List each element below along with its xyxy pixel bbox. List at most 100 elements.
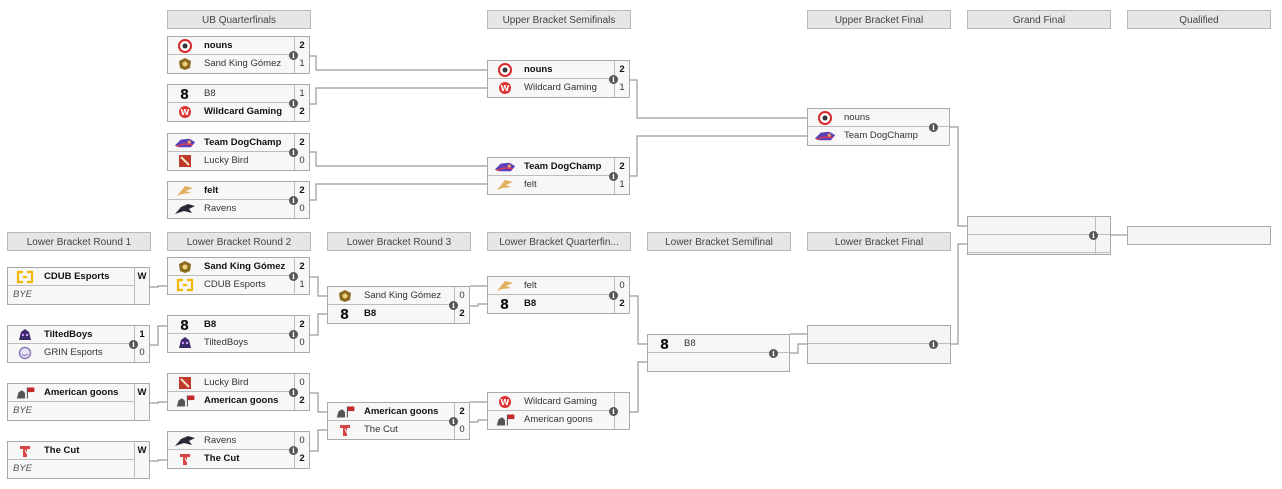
match-lbr1-4[interactable]: The Cut W BYE	[7, 441, 150, 479]
team-row[interactable]: Lucky Bird 0	[168, 374, 309, 392]
match-info-icon[interactable]: i	[609, 75, 618, 84]
match-lbr1-3[interactable]: American goons W BYE	[7, 383, 150, 421]
match-lbr1-1[interactable]: CDUB Esports W BYE	[7, 267, 150, 305]
svg-text:W: W	[181, 108, 190, 117]
nouns-logo-icon	[814, 111, 836, 125]
match-info-icon[interactable]: i	[609, 407, 618, 416]
match-lbsf[interactable]: 8 B8	[647, 334, 790, 372]
team-row[interactable]: The Cut 0	[328, 421, 469, 439]
match-lbr2-1[interactable]: Sand King Gómez 2 CDUB Esports 1	[167, 257, 310, 295]
team-row[interactable]: BYE	[8, 460, 149, 478]
team-name: Sand King Gómez	[364, 290, 442, 301]
team-row[interactable]: American goons W	[8, 384, 149, 402]
match-info-icon[interactable]: i	[609, 291, 618, 300]
match-ubsf-1[interactable]: nouns 2 W Wildcard Gaming 1	[487, 60, 630, 98]
team-row[interactable]: The Cut 2	[168, 450, 309, 468]
team-row[interactable]: W Wildcard Gaming 1	[488, 79, 629, 97]
dogchamp-logo-icon	[174, 136, 196, 150]
the-cut-logo-icon	[14, 444, 36, 458]
team-row[interactable]: nouns	[808, 109, 949, 127]
match-ubqf-3[interactable]: Team DogChamp 2 Lucky Bird 0	[167, 133, 310, 171]
team-row[interactable]: Sand King Gómez 1	[168, 55, 309, 73]
team-row[interactable]: TiltedBoys 1	[8, 326, 149, 344]
team-row[interactable]: W Wildcard Gaming	[488, 393, 629, 411]
team-score: 1	[294, 276, 309, 294]
team-row[interactable]: 8 B8 1	[168, 85, 309, 103]
team-row[interactable]: American goons 2	[328, 403, 469, 421]
team-row[interactable]: Team DogChamp	[808, 127, 949, 145]
match-info-icon[interactable]: i	[129, 340, 138, 349]
match-info-icon[interactable]: i	[289, 99, 298, 108]
team-row[interactable]: 8 B8 2	[168, 316, 309, 334]
team-name: Team DogChamp	[204, 137, 282, 148]
team-row[interactable]: felt 0	[488, 277, 629, 295]
team-row[interactable]: Sand King Gómez 2	[168, 258, 309, 276]
team-row[interactable]: Ravens 0	[168, 432, 309, 450]
match-ubqf-2[interactable]: 8 B8 1 W Wildcard Gaming 2	[167, 84, 310, 122]
team-row[interactable]: felt 1	[488, 176, 629, 194]
team-score: W	[134, 384, 149, 402]
match-ubsf-2[interactable]: Team DogChamp 2 felt 1	[487, 157, 630, 195]
team-row[interactable]: nouns 2	[488, 61, 629, 79]
match-lbr3-1[interactable]: Sand King Gómez 0 8 B8 2	[327, 286, 470, 324]
match-grand-final[interactable]	[967, 216, 1111, 255]
header-qualified: Qualified	[1127, 10, 1271, 29]
match-lbqf-1[interactable]: felt 0 8 B8 2	[487, 276, 630, 314]
team-row[interactable]: nouns 2	[168, 37, 309, 55]
team-row[interactable]: Team DogChamp 2	[488, 158, 629, 176]
match-info-icon[interactable]: i	[289, 272, 298, 281]
match-info-icon[interactable]: i	[449, 417, 458, 426]
header-grand-final: Grand Final	[967, 10, 1111, 29]
match-ubf[interactable]: nouns Team DogChamp	[807, 108, 950, 146]
team-row[interactable]: TiltedBoys 0	[168, 334, 309, 352]
team-name: Wildcard Gaming	[524, 396, 597, 407]
team-row[interactable]: 8 B8 2	[328, 305, 469, 323]
match-info-icon[interactable]: i	[449, 301, 458, 310]
team-score: W	[134, 268, 149, 286]
team-row[interactable]: American goons	[488, 411, 629, 429]
team-score	[134, 286, 149, 304]
match-ubqf-1[interactable]: nouns 2 Sand King Gómez 1	[167, 36, 310, 74]
match-info-icon[interactable]: i	[1089, 231, 1098, 240]
match-info-icon[interactable]: i	[289, 196, 298, 205]
team-row[interactable]: Sand King Gómez 0	[328, 287, 469, 305]
team-row[interactable]: Lucky Bird 0	[168, 152, 309, 170]
match-lbr3-2[interactable]: American goons 2 The Cut 0	[327, 402, 470, 440]
match-info-icon[interactable]: i	[289, 330, 298, 339]
match-info-icon[interactable]: i	[289, 446, 298, 455]
team-row[interactable]: 8 B8	[648, 335, 789, 353]
team-row[interactable]: 8 B8 2	[488, 295, 629, 313]
match-lbr2-3[interactable]: Lucky Bird 0 American goons 2	[167, 373, 310, 411]
svg-text:8: 8	[660, 338, 669, 351]
match-ubqf-4[interactable]: felt 2 Ravens 0	[167, 181, 310, 219]
team-row[interactable]: American goons 2	[168, 392, 309, 410]
team-row[interactable]: W Wildcard Gaming 2	[168, 103, 309, 121]
match-lbr2-2[interactable]: 8 B8 2 TiltedBoys 0	[167, 315, 310, 353]
match-info-icon[interactable]: i	[289, 148, 298, 157]
team-row[interactable]: Team DogChamp 2	[168, 134, 309, 152]
match-info-icon[interactable]: i	[289, 388, 298, 397]
match-info-icon[interactable]: i	[929, 340, 938, 349]
match-info-icon[interactable]: i	[289, 51, 298, 60]
team-score: 1	[294, 85, 309, 103]
match-lb-final[interactable]	[807, 325, 951, 364]
team-name-bye: BYE	[13, 463, 33, 474]
match-info-icon[interactable]: i	[769, 349, 778, 358]
team-row[interactable]: Ravens 0	[168, 200, 309, 218]
match-lbr2-4[interactable]: Ravens 0 The Cut 2	[167, 431, 310, 469]
team-row[interactable]: felt 2	[168, 182, 309, 200]
team-row[interactable]: GRIN Esports 0	[8, 344, 149, 362]
team-row[interactable]: BYE	[8, 402, 149, 420]
team-name: nouns	[524, 64, 553, 75]
team-name: American goons	[44, 387, 119, 398]
american-goons-logo-icon	[14, 386, 36, 400]
team-row[interactable]: BYE	[8, 286, 149, 304]
match-lbr1-2[interactable]: TiltedBoys 1 GRIN Esports 0	[7, 325, 150, 363]
match-info-icon[interactable]: i	[609, 172, 618, 181]
team-row[interactable]: CDUB Esports W	[8, 268, 149, 286]
match-lbqf-2[interactable]: W Wildcard Gaming American goons	[487, 392, 630, 430]
team-name: Sand King Gómez	[204, 261, 286, 272]
match-info-icon[interactable]: i	[929, 123, 938, 132]
team-row[interactable]: CDUB Esports 1	[168, 276, 309, 294]
team-row[interactable]: The Cut W	[8, 442, 149, 460]
